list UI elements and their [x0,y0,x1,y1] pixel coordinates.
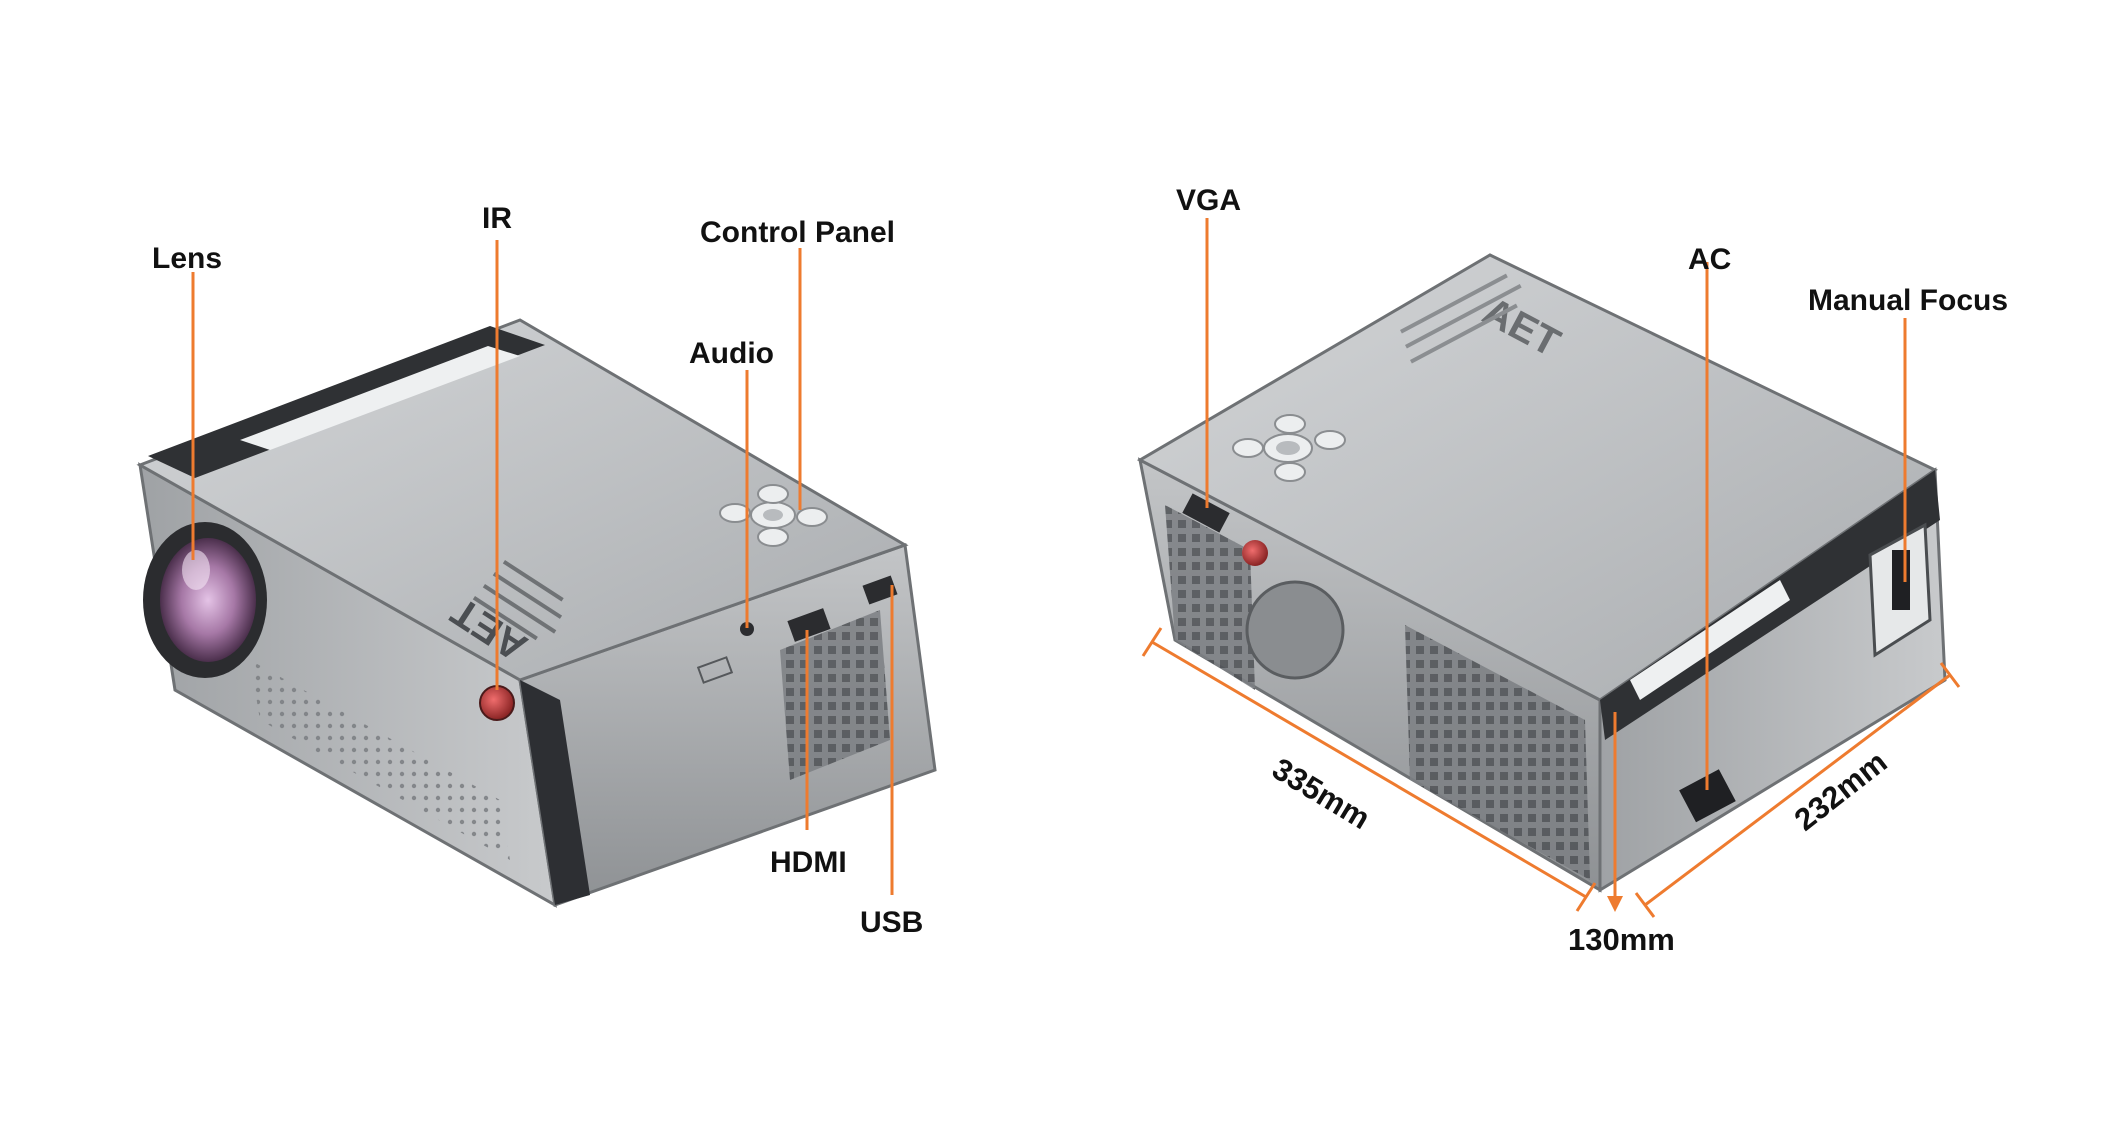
ac-label: AC [1688,243,1732,276]
control-panel-label: Control Panel [700,216,896,249]
left-projector-front-band [520,680,590,905]
lens-glass [160,538,256,662]
width-dimension-line [1644,673,1951,907]
audio-port [740,622,754,636]
width-tick-start [1634,892,1656,918]
vga-label: VGA [1176,184,1242,217]
ir-sensor [479,685,515,721]
side-port-small [696,656,734,684]
height-arrow-head [1607,896,1623,912]
right-back-vent-left [1165,505,1255,690]
left-projector-illustration: AET [136,318,937,908]
length-tick-start [1141,627,1163,657]
control-panel-buttons [719,484,828,547]
speaker-grille [250,660,510,860]
callout-lines [191,218,1961,918]
left-projector-label-strip [240,346,520,450]
manual-focus-wheel [1892,550,1910,610]
ac-port [1679,769,1736,823]
manual-focus-label: Manual Focus [1808,284,2009,317]
vga-port [1182,493,1230,533]
ir-label: IR [482,202,512,235]
height-dimension-label: 130mm [1568,922,1675,957]
top-printed-specs [472,560,564,641]
length-dimension-line [1151,640,1587,899]
right-back-vent-right [1405,625,1590,880]
right-top-printed-specs [1400,273,1522,364]
audio-label: Audio [689,337,774,370]
lens-highlight [182,550,210,590]
right-projector-illustration: AET [1136,253,1947,893]
usb-label: USB [860,906,924,939]
right-control-panel-buttons [1232,414,1346,482]
right-ir-sensor [1242,540,1268,566]
length-tick-end [1575,882,1597,912]
width-tick-end [1939,662,1961,688]
hdmi-port [787,608,831,642]
usb-port [862,575,898,605]
hdmi-label: HDMI [770,846,847,879]
right-fan [1245,580,1345,680]
lens-label: Lens [152,242,223,275]
right-projector-label-strip [1630,580,1790,700]
